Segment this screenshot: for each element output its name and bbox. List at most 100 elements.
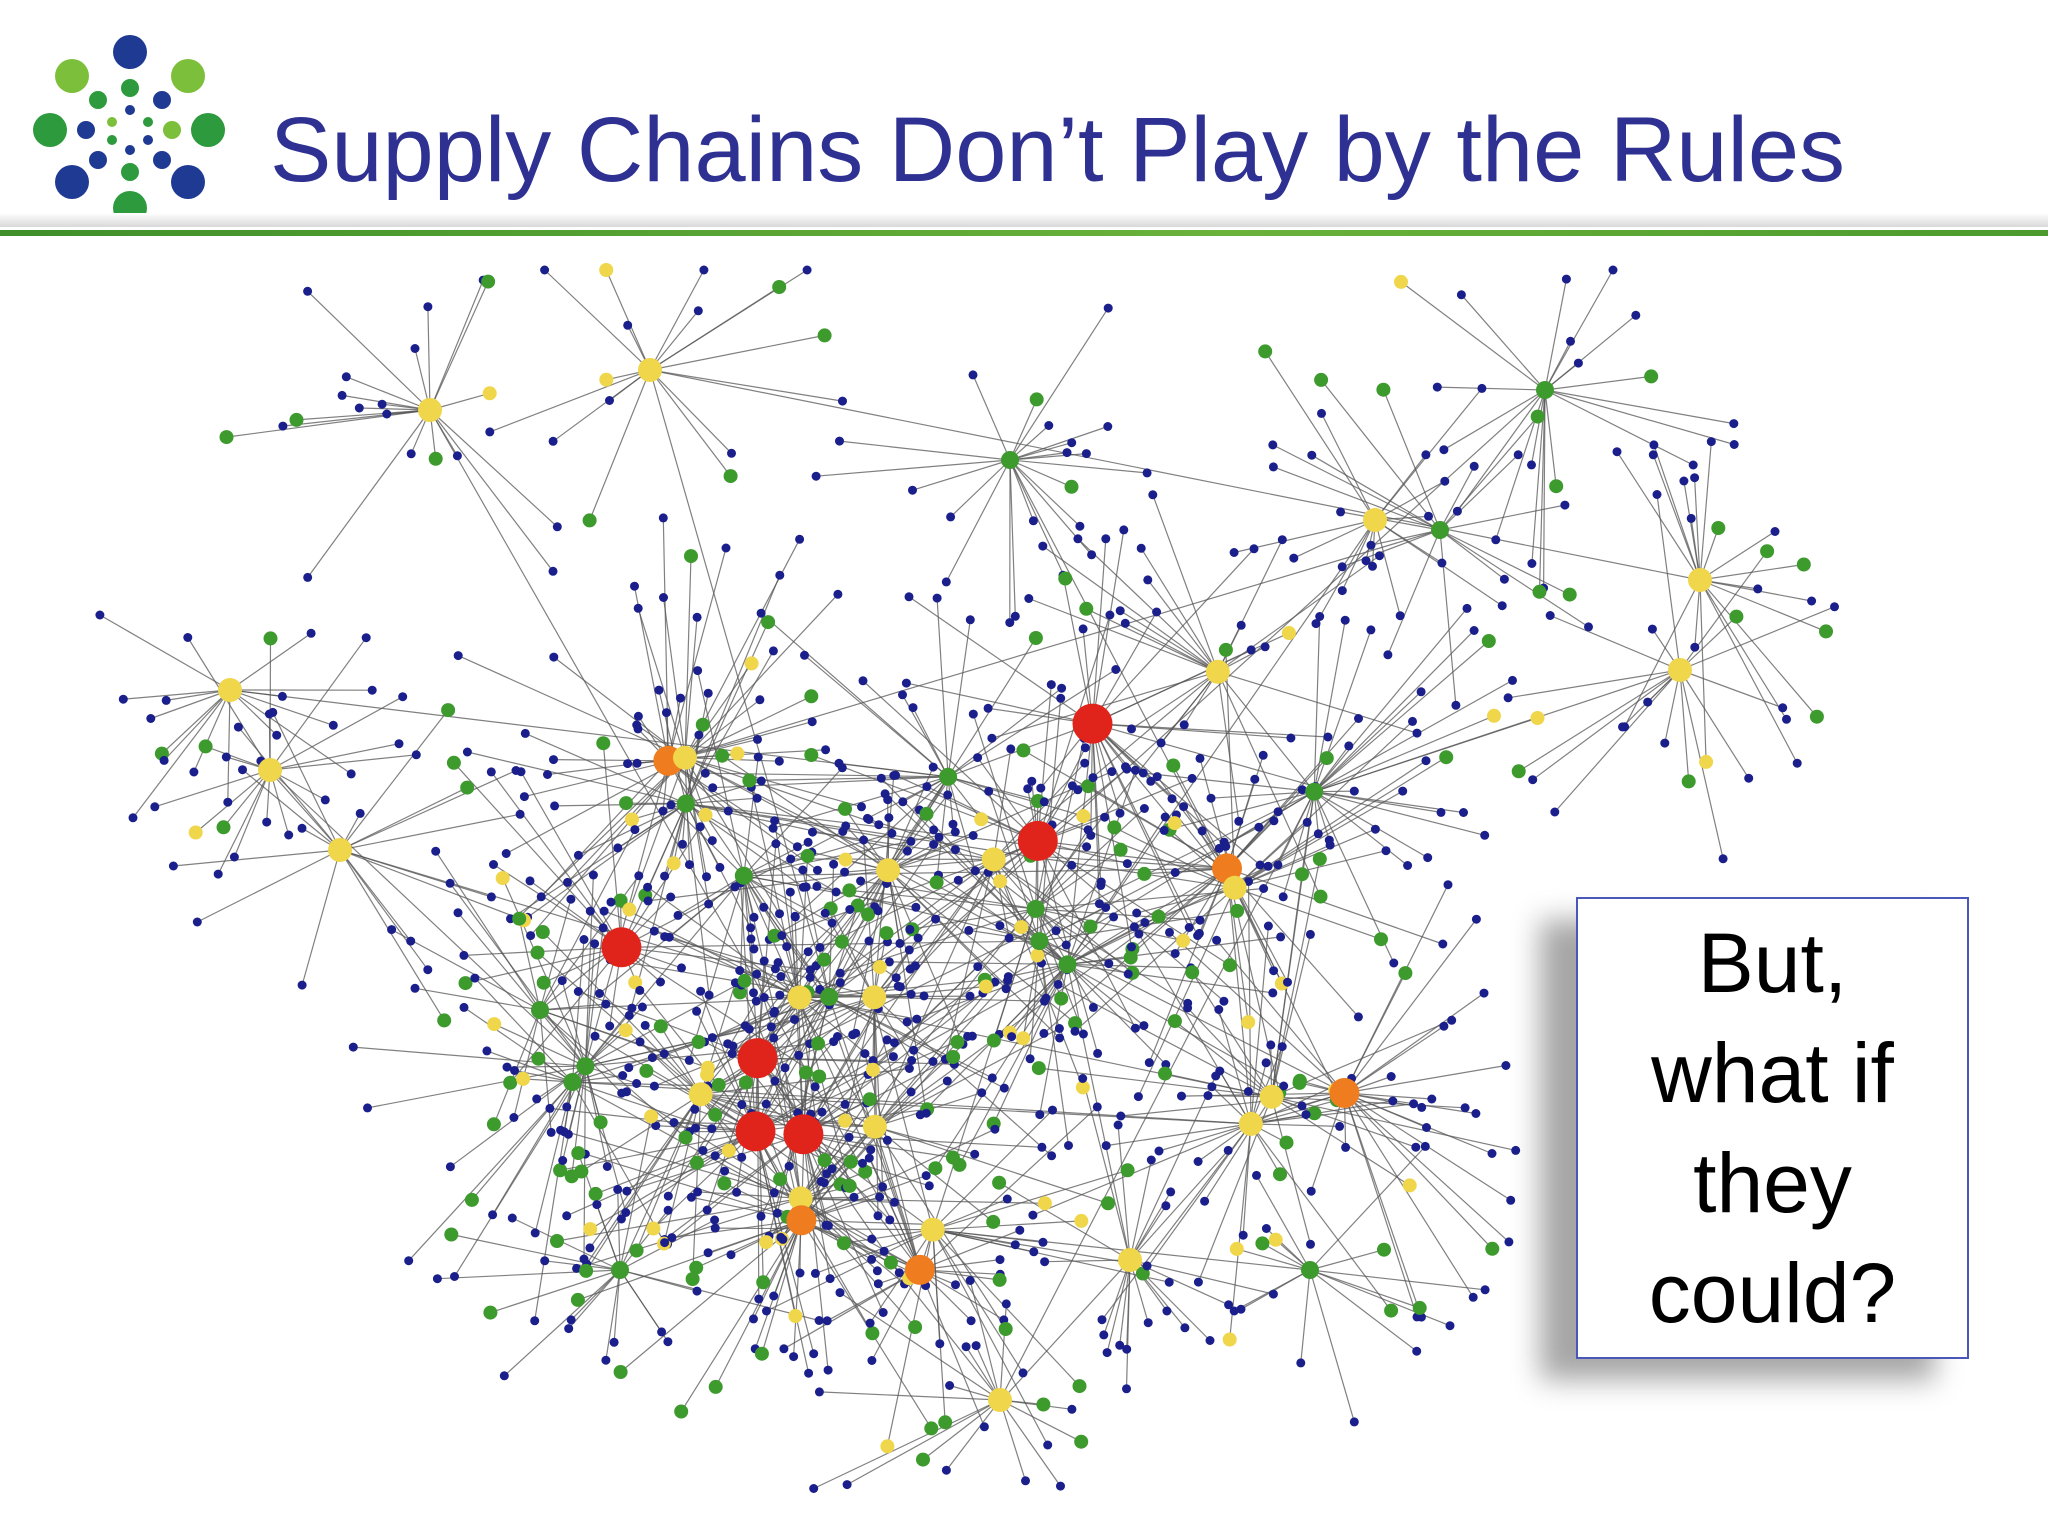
network-node [482, 386, 497, 401]
network-node [462, 747, 472, 757]
network-edge [1234, 720, 1413, 889]
network-node [1389, 958, 1399, 968]
network-node [411, 750, 421, 760]
network-hub-node [1205, 659, 1230, 684]
network-node [754, 1346, 769, 1361]
network-node [1043, 1440, 1053, 1450]
network-hub-node [783, 1114, 824, 1155]
network-node [486, 767, 496, 777]
network-edge [1271, 1096, 1516, 1151]
network-edge [1035, 908, 1084, 1035]
network-edge [1038, 698, 1062, 942]
network-node [1230, 903, 1245, 918]
network-edge [493, 1023, 586, 1067]
network-edge [429, 409, 558, 528]
network-node [592, 1200, 602, 1210]
network-edge [173, 849, 341, 867]
network-edge [838, 762, 949, 778]
network-node [306, 628, 316, 638]
network-edge [815, 1229, 934, 1274]
network-node [564, 1324, 574, 1334]
network-edge [684, 757, 781, 915]
network-edge [1009, 425, 1108, 461]
network-node [990, 977, 1000, 987]
network-node [1469, 626, 1479, 635]
network-node [223, 797, 233, 807]
network-node [767, 928, 782, 943]
network-edge [906, 682, 1093, 725]
network-node [128, 813, 138, 823]
network-node [460, 780, 475, 795]
network-node [789, 1352, 799, 1362]
network-edge [193, 689, 231, 773]
network-node [649, 926, 659, 936]
callout-line: could? [1648, 1246, 1897, 1340]
network-node [1143, 575, 1153, 585]
network-edge [743, 875, 897, 979]
network-edge [1699, 579, 1827, 632]
network-node [1223, 1145, 1233, 1155]
network-edge [1313, 616, 1321, 792]
network-node [630, 581, 639, 591]
network-node [774, 756, 784, 766]
network-node [630, 825, 640, 835]
network-node [284, 830, 294, 840]
network-node [941, 1465, 951, 1475]
network-node [1263, 861, 1273, 871]
network-node [563, 877, 572, 887]
network-node [1048, 1105, 1057, 1115]
network-node [1054, 991, 1069, 1006]
callout-line: But, [1697, 916, 1848, 1010]
network-edge [1439, 529, 1589, 628]
network-node [1096, 881, 1106, 890]
network-node [707, 1033, 717, 1043]
network-node [410, 983, 420, 993]
network-node [986, 1214, 1001, 1229]
network-node [1452, 506, 1462, 516]
network-edge [1038, 940, 1062, 999]
network-node [1366, 540, 1376, 550]
network-node [1164, 1277, 1174, 1287]
network-node [657, 1327, 667, 1337]
network-node [1398, 966, 1413, 981]
network-node [1432, 382, 1442, 392]
network-edge [1343, 1092, 1422, 1318]
network-node [1479, 988, 1489, 998]
network-node [1263, 921, 1273, 931]
network-node [549, 755, 558, 765]
network-node [1072, 1379, 1087, 1394]
network-edge [649, 286, 780, 371]
network-node [458, 976, 473, 991]
network-node [929, 825, 939, 835]
network-node [810, 1082, 820, 1092]
network-node [1113, 842, 1128, 857]
network-edge [803, 992, 984, 1135]
network-edge [700, 1093, 823, 1113]
network-edge [530, 757, 686, 936]
network-edge [1544, 389, 1557, 487]
network-node [1041, 993, 1051, 1003]
network-node [961, 1342, 971, 1352]
network-node [1259, 884, 1269, 893]
network-node [1252, 1170, 1261, 1180]
network-node [790, 1015, 799, 1024]
network-node [238, 765, 247, 775]
network-node [1107, 820, 1122, 835]
network-node [751, 996, 761, 1006]
network-node [1140, 918, 1150, 928]
network-node [1402, 1178, 1417, 1193]
network-hub-node [1301, 1261, 1319, 1279]
network-edge [1038, 738, 1085, 942]
network-edge [813, 1399, 1001, 1490]
network-node [738, 1075, 753, 1090]
network-edge [628, 757, 686, 910]
network-node [811, 471, 821, 481]
network-node [986, 1033, 1001, 1048]
network-edge [1439, 504, 1566, 531]
network-node [673, 910, 683, 920]
network-node [1487, 1149, 1497, 1158]
callout-line: they [1693, 1136, 1852, 1230]
network-edge [1653, 444, 1701, 581]
network-node [1424, 511, 1433, 521]
network-node [646, 1221, 661, 1236]
